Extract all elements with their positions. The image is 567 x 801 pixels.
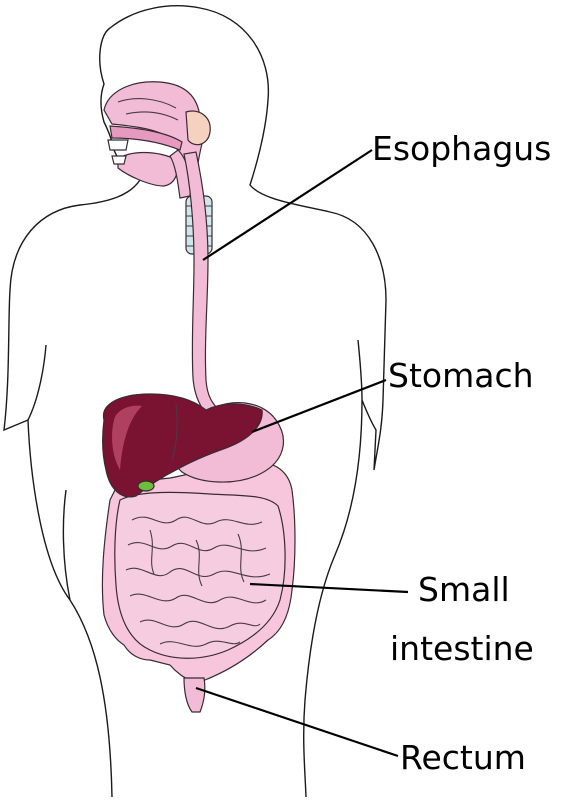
- teeth-upper: [108, 140, 128, 150]
- adenoid: [186, 111, 210, 145]
- rectum-leader-line: [196, 688, 398, 756]
- stomach-leader-line: [252, 380, 386, 432]
- label-stomach: Stomach: [388, 356, 534, 395]
- label-rectum: Rectum: [400, 738, 526, 777]
- rectum-organ: [184, 678, 205, 712]
- left-waist-line: [63, 490, 70, 600]
- tongue: [118, 153, 178, 187]
- esophagus-tube: [184, 152, 222, 418]
- label-esophagus: Esophagus: [372, 129, 551, 168]
- esophagus-leader-line: [203, 150, 372, 260]
- gallbladder: [138, 481, 154, 491]
- label-small-intestine-line2: intestine: [390, 629, 534, 668]
- label-small-intestine-line1: Small: [418, 570, 510, 609]
- teeth-lower: [112, 156, 126, 164]
- left-arm-inner-line: [28, 345, 46, 420]
